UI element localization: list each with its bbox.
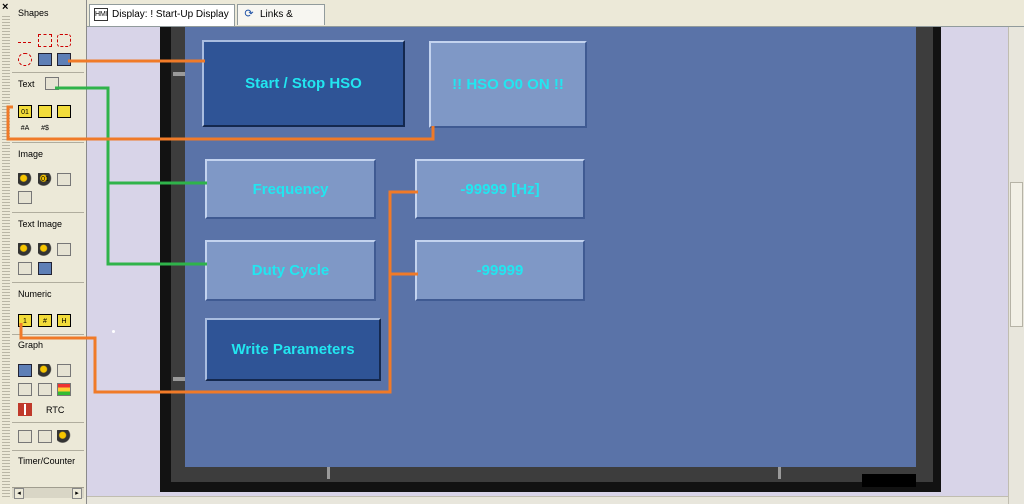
section-divider — [12, 72, 84, 73]
section-graph-label: Graph — [18, 340, 44, 350]
rectangle-shape-icon[interactable] — [38, 34, 52, 47]
scroll-thumb[interactable] — [1010, 182, 1023, 327]
trend-icon[interactable] — [18, 383, 32, 396]
numeric-hex-icon[interactable]: H — [57, 314, 71, 327]
thermometer-icon[interactable] — [18, 403, 32, 416]
bezel-tick — [173, 377, 185, 381]
line-shape-icon[interactable] — [18, 42, 31, 43]
level-indicator-icon[interactable] — [57, 383, 71, 396]
filled-rectangle-icon[interactable] — [38, 53, 52, 66]
close-icon[interactable]: × — [2, 1, 9, 13]
tab-start-up-display[interactable]: HMI Display: ! Start-Up Display — [89, 4, 235, 26]
tab-label: Display: ! Start-Up Display — [112, 9, 229, 20]
vertical-scrollbar[interactable] — [1008, 27, 1024, 504]
section-divider — [12, 212, 84, 213]
numeric-entry-icon[interactable]: # — [38, 314, 52, 327]
frequency-label-button[interactable]: Frequency — [205, 159, 376, 219]
start-stop-hso-button[interactable]: Start / Stop HSO — [202, 40, 405, 127]
toolbox-scrollbar[interactable]: ◂ ▸ — [12, 487, 84, 499]
button-shape-icon[interactable] — [57, 53, 71, 66]
rtc-label[interactable]: RTC — [46, 405, 65, 415]
section-divider — [12, 334, 84, 335]
hso-status-indicator[interactable]: !! HSO O0 ON !! — [429, 41, 587, 128]
section-text-label: Text — [18, 79, 35, 89]
text-object-icon[interactable] — [45, 77, 59, 90]
hash-dollar-icon[interactable]: #$ — [41, 125, 49, 132]
write-parameters-button[interactable]: Write Parameters — [205, 318, 381, 381]
horizontal-scrollbar[interactable] — [87, 496, 1008, 504]
bar-graph-icon[interactable] — [18, 364, 32, 377]
image-numeric-icon[interactable]: 01 — [38, 173, 52, 186]
chart-icon[interactable] — [38, 383, 52, 396]
frequency-value-field[interactable]: -99999 [Hz] — [415, 159, 585, 219]
clock-icon[interactable] — [57, 430, 71, 443]
section-divider — [12, 422, 84, 423]
text-image-icon[interactable] — [18, 243, 32, 256]
numeric-display-icon[interactable]: 1 — [18, 314, 32, 327]
section-numeric-label: Numeric — [18, 289, 52, 299]
hash-text-icon[interactable]: #A — [20, 125, 30, 132]
pointer-tool-icon[interactable] — [18, 430, 32, 443]
toolbox-panel: × Shapes Text 01 #A #$ Image 01 Text Ima… — [0, 0, 87, 504]
text-image-scroll-icon[interactable] — [18, 262, 32, 275]
bezel-tick — [327, 467, 330, 479]
section-divider — [12, 282, 84, 283]
canvas-marker — [112, 330, 115, 333]
format-text-icon[interactable] — [57, 105, 71, 118]
calendar-icon[interactable] — [38, 430, 52, 443]
section-image-label: Image — [18, 149, 44, 159]
display-icon: HMI — [94, 8, 108, 21]
image-scroll-icon[interactable] — [18, 191, 32, 204]
duty-cycle-value-field[interactable]: -99999 — [415, 240, 585, 301]
document-tab-strip: HMI Display: ! Start-Up Display ⟳ Links … — [87, 0, 1024, 40]
dial-icon[interactable] — [57, 364, 71, 377]
bezel-tick — [173, 72, 185, 76]
section-divider — [12, 142, 84, 143]
image-list-icon[interactable] — [57, 173, 71, 186]
section-divider — [12, 450, 84, 451]
ellipse-shape-icon[interactable] — [18, 53, 32, 66]
text-image-numeric-icon[interactable] — [38, 243, 52, 256]
numeric-text-icon[interactable]: 01 — [18, 105, 32, 118]
section-timer-counter-label: Timer/Counter — [18, 456, 76, 466]
links-icon: ⟳ — [244, 8, 254, 20]
tab-links-jumps[interactable]: ⟳ Links & Jumps — [237, 4, 325, 40]
text-image-box-icon[interactable] — [38, 262, 52, 275]
rounded-rectangle-icon[interactable] — [57, 34, 71, 47]
scroll-right-icon[interactable]: ▸ — [72, 488, 82, 499]
edit-text-icon[interactable] — [38, 105, 52, 118]
text-image-list-icon[interactable] — [57, 243, 71, 256]
status-bar-block — [862, 474, 916, 487]
gauge-icon[interactable] — [38, 364, 52, 377]
scroll-left-icon[interactable]: ◂ — [14, 488, 24, 499]
bezel-tick — [778, 467, 781, 479]
duty-cycle-label-button[interactable]: Duty Cycle — [205, 240, 376, 301]
section-shapes-label: Shapes — [18, 8, 49, 18]
image-icon[interactable] — [18, 173, 32, 186]
toolbox-grip[interactable] — [2, 14, 10, 498]
section-text-image-label: Text Image — [18, 219, 63, 229]
